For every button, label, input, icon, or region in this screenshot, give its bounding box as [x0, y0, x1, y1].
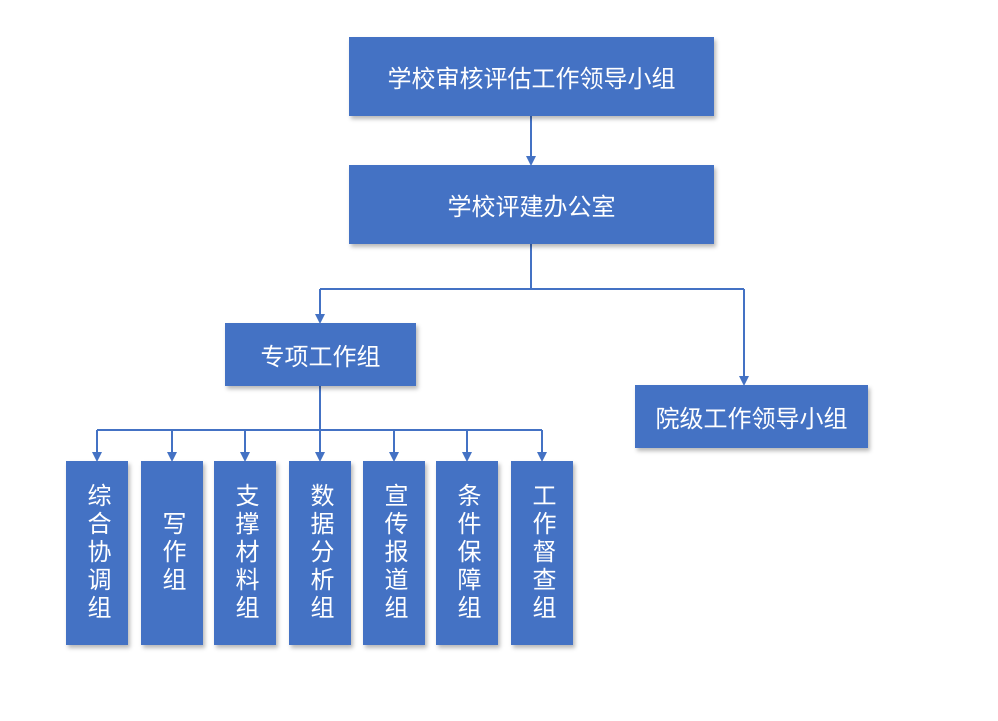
node-office-label: 学校评建办公室 — [447, 193, 616, 221]
subgroup-label: 写作组 — [158, 511, 186, 595]
subgroup-publicity: 宣传报道组 — [363, 461, 425, 645]
subgroup-coordination: 综合协调组 — [66, 461, 128, 645]
subgroup-label: 宣传报道组 — [380, 483, 408, 623]
subgroup-label: 工作督查组 — [528, 483, 556, 623]
node-special-work-group: 专项工作组 — [225, 323, 416, 386]
subgroup-writing: 写作组 — [141, 461, 203, 645]
subgroup-data-analysis: 数据分析组 — [289, 461, 351, 645]
node-evaluation-office: 学校评建办公室 — [349, 165, 714, 244]
node-college-leadership-group: 院级工作领导小组 — [635, 385, 868, 448]
subgroup-label: 支撑材料组 — [231, 483, 259, 623]
subgroup-supervision: 工作督查组 — [511, 461, 573, 645]
node-leadership-label: 学校审核评估工作领导小组 — [387, 65, 676, 93]
subgroup-label: 综合协调组 — [83, 483, 111, 623]
node-leadership-group: 学校审核评估工作领导小组 — [349, 37, 714, 116]
subgroup-label: 数据分析组 — [306, 483, 334, 623]
node-special-label: 专项工作组 — [260, 343, 381, 371]
subgroup-supporting-materials: 支撑材料组 — [214, 461, 276, 645]
subgroup-label: 条件保障组 — [453, 483, 481, 623]
subgroup-conditions-support: 条件保障组 — [436, 461, 498, 645]
node-college-label: 院级工作领导小组 — [655, 405, 848, 433]
